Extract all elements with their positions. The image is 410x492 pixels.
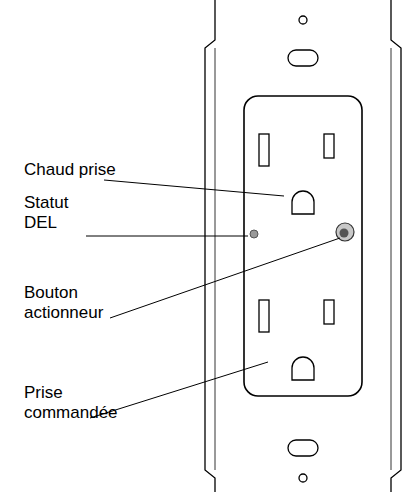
- plate-edge: [215, 48, 216, 470]
- leader-line: [104, 180, 284, 196]
- screw-hole: [299, 16, 307, 24]
- wall-plate: [205, 0, 401, 492]
- ground-hole: [292, 191, 314, 214]
- mounting-slot: [288, 50, 318, 66]
- part-label: Statut DEL: [24, 193, 82, 233]
- part-label: Bouton actionneur: [24, 283, 120, 323]
- outlet-slot: [324, 134, 334, 158]
- outlet-slot: [324, 300, 334, 324]
- outlet-slot: [259, 134, 269, 166]
- actuator-button-center: [340, 229, 349, 238]
- status-led: [250, 230, 258, 238]
- part-label: Prise commandée: [24, 383, 128, 423]
- screw-hole: [299, 474, 307, 482]
- leader-line: [110, 238, 340, 318]
- receptacle-face: [244, 96, 362, 396]
- part-label: Chaud prise: [24, 160, 164, 180]
- mounting-slot: [288, 440, 318, 456]
- leader-line: [86, 236, 248, 237]
- outlet-slot: [259, 300, 269, 332]
- ground-hole: [292, 357, 314, 380]
- plate-edge: [391, 48, 392, 470]
